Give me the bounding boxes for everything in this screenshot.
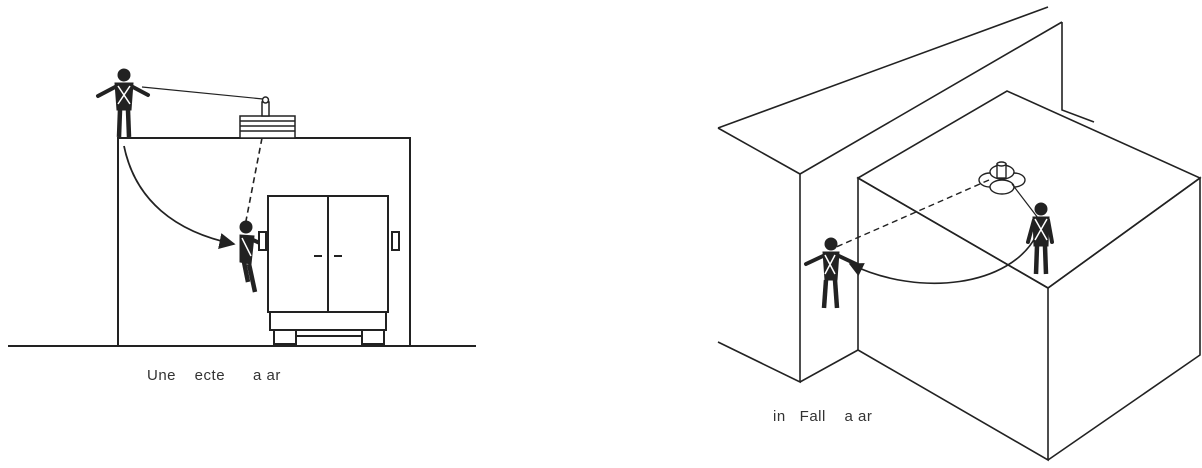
lifeline (141, 86, 264, 100)
worker-on-box (1026, 202, 1054, 275)
worker-standing-on-roof (96, 68, 150, 138)
swing-fall-caption: in Fall a ar (773, 408, 873, 425)
swinging-worker (804, 237, 858, 309)
dashed-fall-line (244, 137, 263, 227)
box-top-face (856, 90, 1202, 289)
swing-lifeline (1011, 183, 1039, 219)
swing-dashed-line (833, 179, 990, 249)
swing-anchor-device (978, 161, 1026, 195)
right-scene (717, 6, 1202, 462)
roof-anchor-device (239, 96, 296, 139)
swing-trajectory-arrow (848, 235, 1037, 285)
unexpected-fall-caption: Une ecte a ar (147, 367, 281, 384)
box-right-face (1047, 176, 1201, 461)
truck-rear (258, 195, 400, 345)
fall-trajectory-arrow (123, 145, 236, 250)
